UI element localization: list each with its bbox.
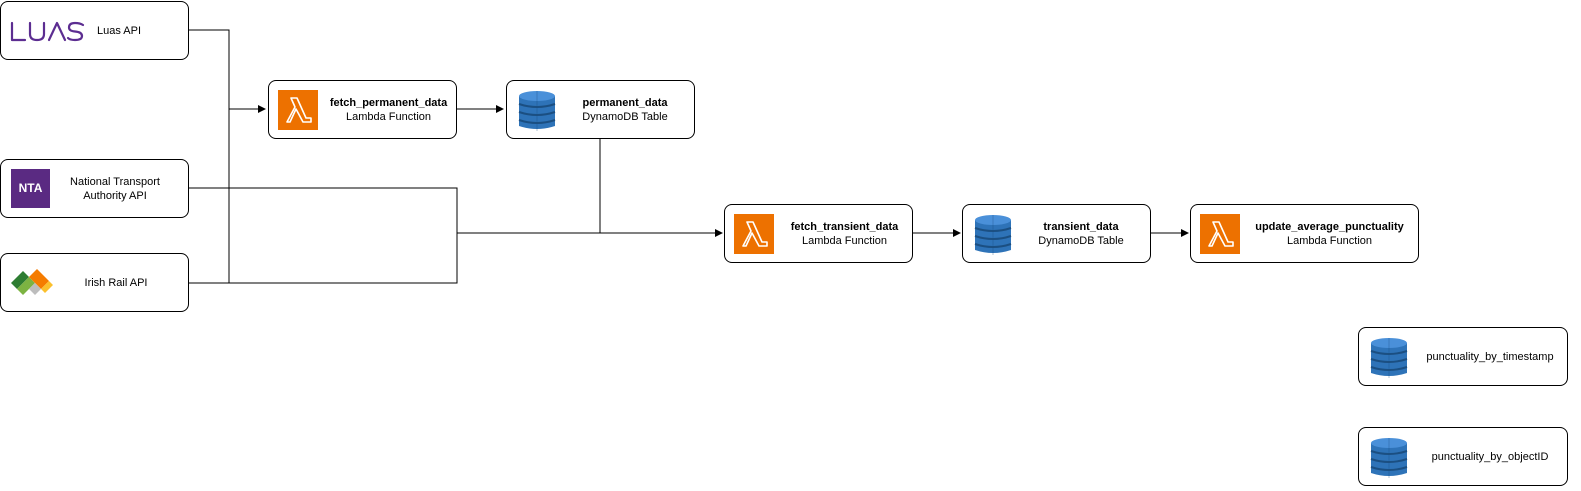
- luas-api-label: Luas API: [97, 25, 142, 37]
- fetch-permanent-data-title: fetch_permanent_data: [329, 97, 448, 109]
- luas-api-node[interactable]: Luas API: [0, 1, 189, 60]
- permanent-data-title: permanent_data: [582, 97, 668, 109]
- irish-rail-api-node[interactable]: Irish Rail API: [0, 253, 189, 312]
- irish-rail-api-label: Irish Rail API: [84, 277, 148, 289]
- update-average-punctuality-type: Lambda Function: [1287, 235, 1372, 247]
- update-average-punctuality-title: update_average_punctuality: [1255, 221, 1404, 233]
- irish-rail-logo: [11, 269, 53, 295]
- punctuality-by-timestamp-title: punctuality_by_timestamp: [1426, 351, 1554, 363]
- dynamodb-icon: [1370, 438, 1408, 478]
- nta-api-label-line1: National Transport: [70, 176, 160, 188]
- lambda-icon: [734, 214, 774, 254]
- punctuality-by-objectid-title: punctuality_by_objectID: [1431, 451, 1549, 463]
- punctuality-by-timestamp-node[interactable]: punctuality_by_timestamp: [1358, 327, 1568, 386]
- fetch-permanent-data-type: Lambda Function: [346, 111, 431, 123]
- fetch-transient-data-title: fetch_transient_data: [790, 221, 899, 233]
- luas-connector: [189, 29, 230, 283]
- lambda-icon: [278, 90, 318, 130]
- permanent-data-node[interactable]: permanent_data DynamoDB Table: [506, 80, 695, 139]
- dynamodb-icon: [974, 215, 1012, 255]
- transient-data-type: DynamoDB Table: [1038, 235, 1124, 247]
- update-average-punctuality-node[interactable]: update_average_punctuality Lambda Functi…: [1190, 204, 1419, 263]
- fetch-transient-data-type: Lambda Function: [802, 235, 887, 247]
- nta-api-label-line2: Authority API: [83, 190, 147, 202]
- lambda-icon: [1200, 214, 1240, 254]
- nta-logo: NTA: [11, 169, 50, 208]
- punctuality-by-objectid-node[interactable]: punctuality_by_objectID: [1358, 427, 1568, 486]
- luas-logo: [10, 21, 85, 42]
- dynamodb-icon: [1370, 338, 1408, 378]
- dynamodb-icon: [518, 91, 556, 131]
- nta-api-node[interactable]: NTA National Transport Authority API: [0, 159, 189, 218]
- transient-data-title: transient_data: [1043, 221, 1119, 233]
- fetch-transient-data-node[interactable]: fetch_transient_data Lambda Function: [724, 204, 913, 263]
- nta-irish-rail-connector: [189, 187, 458, 284]
- fetch-permanent-data-node[interactable]: fetch_permanent_data Lambda Function: [268, 80, 457, 139]
- transient-data-node[interactable]: transient_data DynamoDB Table: [962, 204, 1151, 263]
- permanent-data-type: DynamoDB Table: [582, 111, 668, 123]
